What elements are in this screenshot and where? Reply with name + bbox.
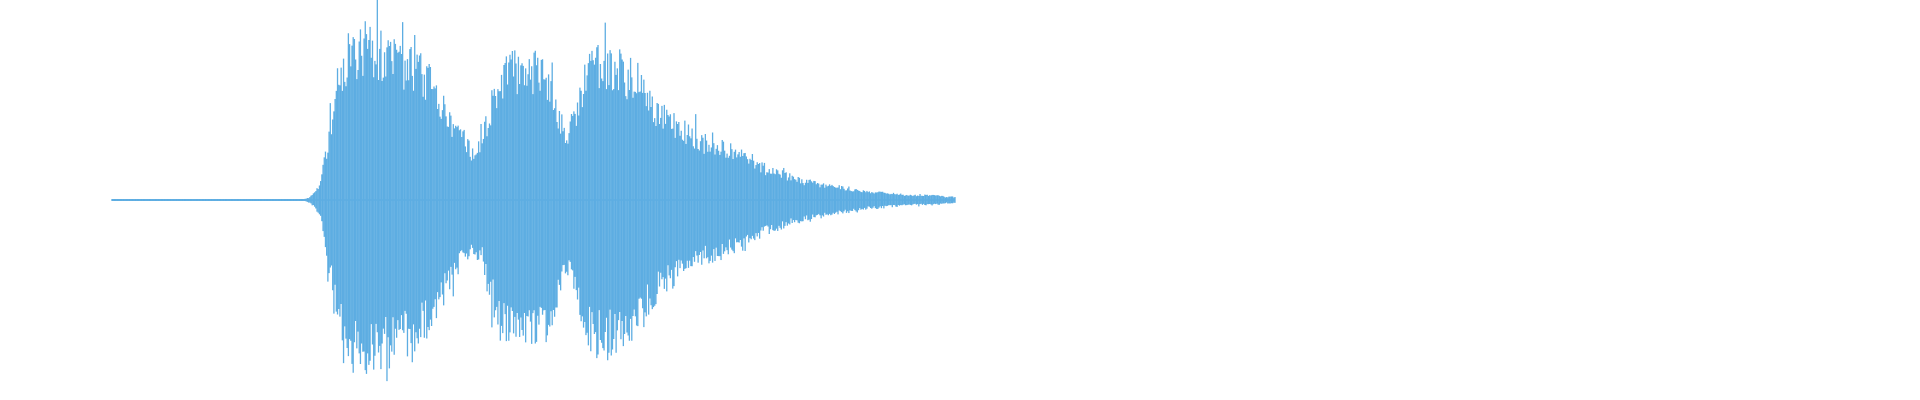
waveform-samples: [111, 0, 956, 382]
